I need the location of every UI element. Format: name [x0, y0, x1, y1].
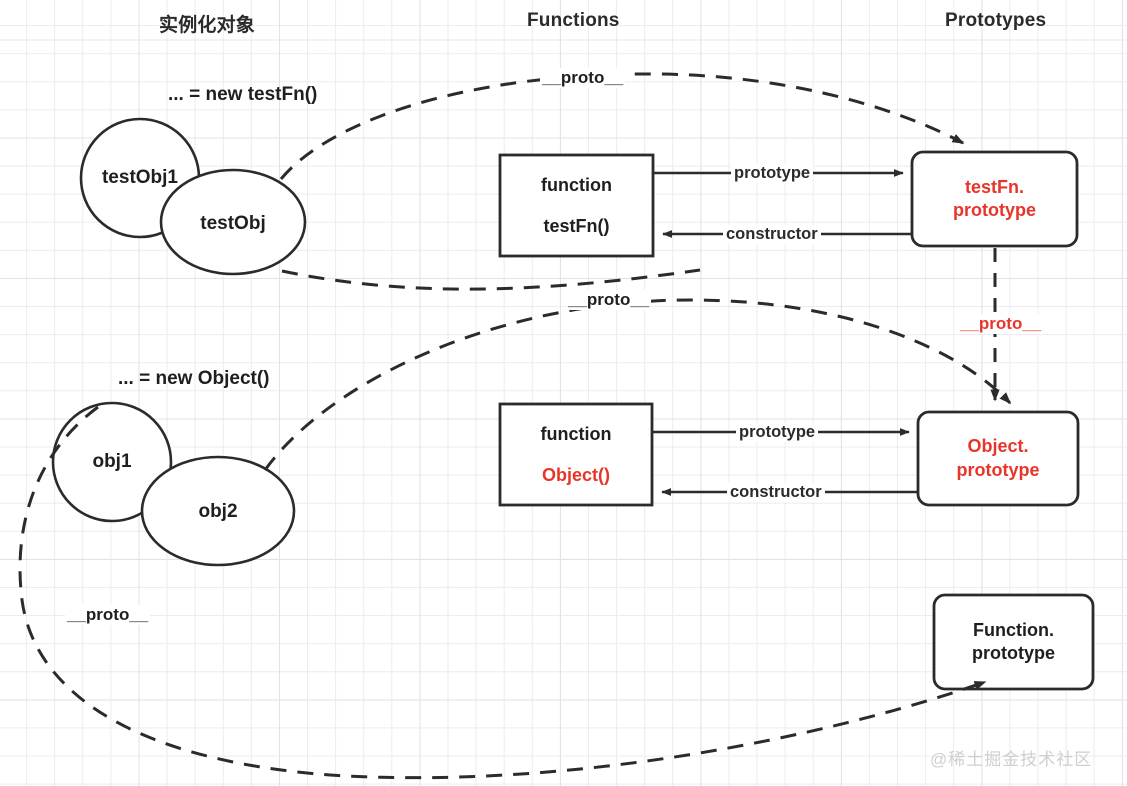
- instance-caption-object: ... = new Object(): [118, 368, 270, 389]
- proto-link-obj2-to-object-prototype: [263, 298, 1012, 471]
- instance-circle-obj1: [51, 401, 173, 523]
- edge-label-prototype-testfn: prototype: [731, 164, 814, 183]
- function-box-object: [498, 402, 654, 507]
- instance-ellipse-testObj: [159, 168, 307, 276]
- column-header-prototypes: Prototypes: [945, 10, 1047, 31]
- instance-ellipse-obj2: [140, 455, 296, 567]
- column-header-instances: 实例化对象: [159, 15, 256, 36]
- edge-label-constructor-object: constructor: [727, 483, 825, 502]
- proto-label-obj2: __proto__: [566, 290, 652, 310]
- proto-label-obj1: __proto__: [65, 605, 151, 625]
- edge-label-constructor-testfn: constructor: [723, 225, 821, 244]
- prototype-box-object: [916, 410, 1080, 507]
- watermark: @稀土掘金技术社区: [930, 750, 1093, 769]
- proto-link-obj1-to-function-prototype: [18, 405, 987, 780]
- column-header-functions: Functions: [527, 10, 620, 31]
- edge-label-prototype-object: prototype: [736, 423, 819, 442]
- proto-link-upper-sweep-right: [281, 268, 701, 291]
- instance-caption-testfn: ... = new testFn(): [168, 84, 318, 105]
- prototype-box-testfn: [910, 150, 1079, 248]
- proto-link-testobj-to-testfn-prototype: [279, 72, 965, 180]
- proto-label-testobj: __proto__: [540, 68, 626, 88]
- prototype-box-function: [932, 593, 1095, 691]
- function-box-testfn: [498, 153, 655, 258]
- proto-label-prototype-chain: __proto__: [958, 314, 1044, 334]
